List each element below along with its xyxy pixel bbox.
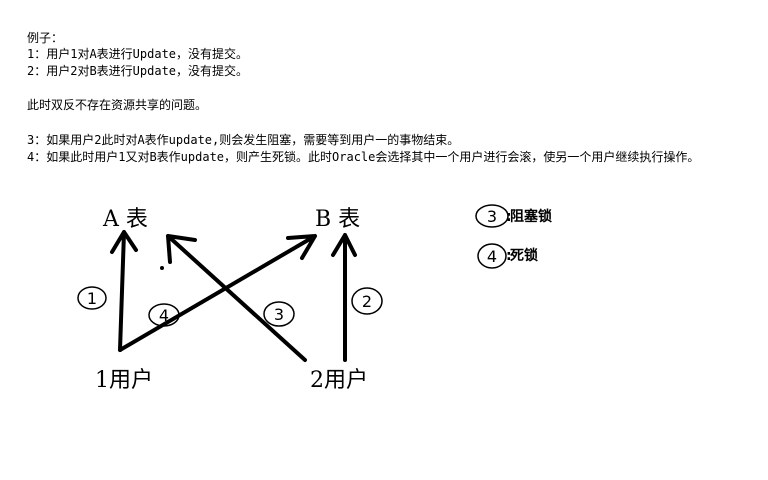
text-line-4: 3：如果用户2此时对A表作update,则会发生阻塞，需要等到用户一的事物结束。: [27, 133, 460, 147]
text-line-5: 4：如果此时用户1又对B表作update，则产生死锁。此时Oracle会选择其中…: [27, 150, 700, 164]
legend-blocking-lock: 阻塞锁: [510, 208, 552, 225]
user1-label: 1用户: [95, 368, 153, 393]
arrow-3: [166, 234, 307, 362]
legend-3-number: 3: [487, 207, 497, 226]
step-4-number: 4: [159, 306, 169, 325]
table-b-label: B 表: [315, 207, 360, 232]
step-2-number: 2: [362, 292, 372, 311]
text-line-1: 1：用户1对A表进行Update，没有提交。: [27, 47, 249, 61]
legend-3-circle: [475, 204, 509, 228]
arrow-1: [110, 230, 138, 352]
step-1-number: 1: [87, 289, 97, 308]
arrow-4: [118, 234, 317, 352]
text-line-2: 2：用户2对B表进行Update，没有提交。: [27, 64, 249, 78]
step-1-circle: [77, 286, 107, 310]
heading: 例子：: [27, 31, 64, 45]
legend-colon: :: [506, 248, 512, 264]
step-3-circle: [263, 301, 295, 327]
step-2-circle: [351, 287, 383, 315]
user2-label: 2用户: [310, 368, 368, 393]
step-3-number: 3: [274, 305, 284, 324]
dot: [160, 266, 164, 270]
legend-4-number: 4: [487, 247, 497, 266]
step-4-circle: [148, 303, 180, 327]
legend-colon: :: [506, 209, 512, 225]
arrow-2: [331, 233, 357, 362]
table-a-label: A 表: [102, 207, 148, 232]
text-line-3: 此时双反不存在资源共享的问题。: [27, 98, 208, 112]
legend-4-circle: [477, 243, 507, 269]
legend-deadlock: 死锁: [509, 247, 538, 264]
